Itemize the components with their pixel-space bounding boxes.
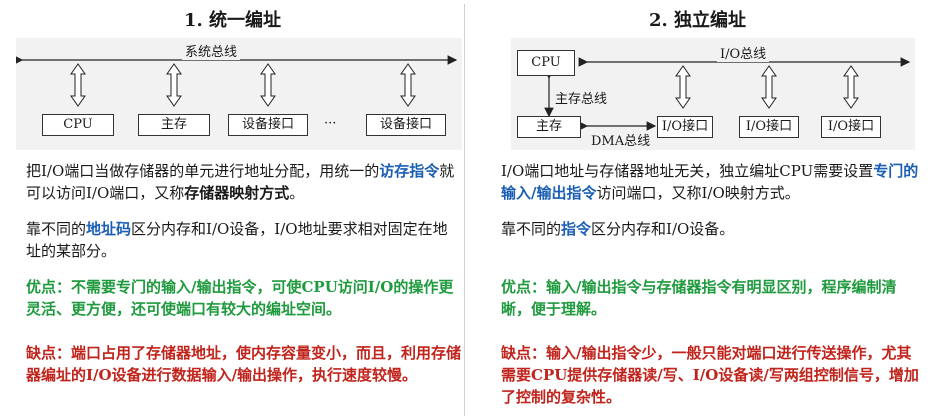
dma-bus-label: DMA总线	[591, 134, 651, 149]
unified-bus-diagram: 系统总线 CPU 主存 设备接口 ··· 设备接口	[16, 38, 462, 150]
memory-mapped-term: 存储器映射方式	[184, 184, 290, 202]
left-title: 1. 统一编址	[183, 10, 282, 31]
device-interface-box: 设备接口	[228, 114, 308, 136]
io-port-box: I/O接口	[739, 116, 799, 138]
unified-description: 把I/O端口当做存储器的单元进行地址分配，用统一的访存指令就可以访问I/O端口，…	[26, 162, 455, 202]
independent-bus-diagram: CPU I/O总线 主存总线 主存 DMA总线 I/O接口 I/O接口 I/O接…	[511, 38, 915, 150]
unified-cons: 缺点：端口占用了存储器地址，使内存容量变小，而且，利用存储器编址的I/O设备进行…	[26, 344, 462, 384]
io-port-box: I/O接口	[821, 116, 881, 138]
memory-access-instruction-term: 访存指令	[379, 162, 440, 180]
io-bus-label: I/O总线	[717, 43, 770, 62]
unified-distinction: 靠不同的地址码区分内存和I/O设备，I/O地址要求相对固定在地址的某部分。	[26, 220, 448, 260]
independent-description: I/O端口地址与存储器地址无关，独立编址CPU需要设置专门的输入/输出指令访问端…	[501, 162, 919, 202]
address-code-term: 地址码	[86, 220, 132, 238]
cpu-box: CPU	[517, 50, 575, 76]
instruction-term: 指令	[561, 220, 592, 238]
unified-bus-lines	[16, 55, 458, 107]
memory-bus-label: 主存总线	[555, 92, 608, 107]
independent-cons: 缺点：输入/输出指令少，一般只能对端口进行传送操作，尤其需要CPU提供存储器读/…	[501, 344, 919, 406]
cpu-box: CPU	[42, 114, 114, 136]
ellipsis: ···	[324, 116, 337, 131]
independent-pros: 优点：输入/输出指令与存储器指令有明显区别，程序编制清晰，便于理解。	[501, 278, 897, 318]
dedicated-io-instruction-term: 专门的输入/输出指令	[501, 162, 919, 202]
independent-addressing-column: 2. 独立编址 CPU I/O总线 主存总线 主存 DMA总线	[465, 0, 930, 416]
unified-pros: 优点：不需要专门的输入/输出指令，可使CPU访问I/O的操作更灵活、更方便，还可…	[26, 278, 454, 318]
main-memory-box: 主存	[517, 116, 581, 138]
system-bus-label: 系统总线	[182, 41, 241, 60]
column-divider	[464, 4, 465, 416]
main-memory-box: 主存	[138, 114, 210, 136]
device-interface-box: 设备接口	[366, 114, 446, 136]
io-port-box: I/O接口	[657, 116, 713, 138]
independent-distinction: 靠不同的指令区分内存和I/O设备。	[501, 220, 735, 238]
independent-bus-lines	[544, 57, 911, 131]
right-title: 2. 独立编址	[648, 10, 747, 31]
unified-addressing-column: 1. 统一编址 系统总线 CPU 主存 设备接口 ··· 设备接口 把I/	[16, 10, 462, 384]
